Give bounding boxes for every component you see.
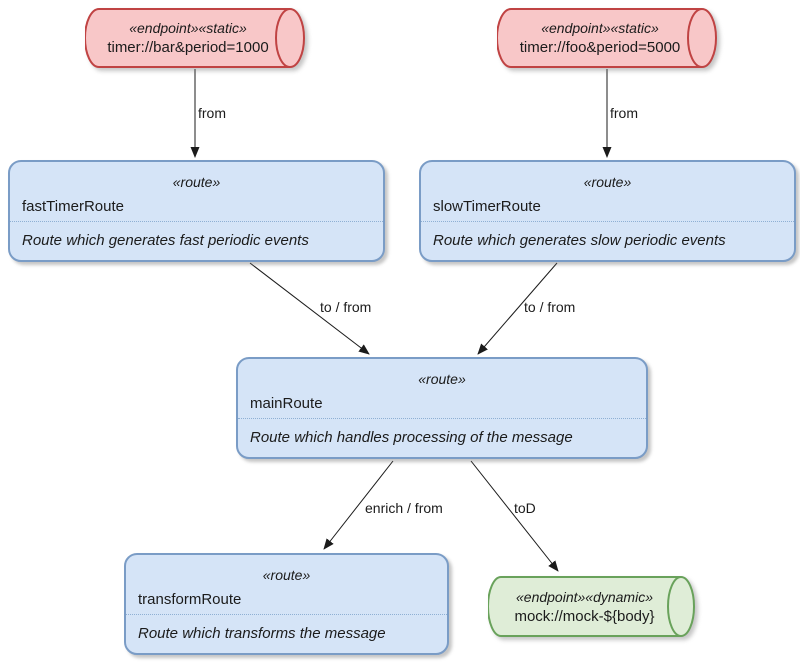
node-label: timer://bar&period=1000 bbox=[107, 39, 269, 56]
cylinder-shape bbox=[85, 8, 305, 68]
route-description: Route which handles processing of the me… bbox=[250, 429, 573, 446]
edge-line bbox=[249, 262, 370, 355]
edge-main-to-mock: toD bbox=[470, 460, 559, 572]
route-name: slowTimerRoute bbox=[433, 198, 541, 215]
node-endpoint-foo: «endpoint»«static» timer://foo&period=50… bbox=[497, 8, 717, 68]
node-main-route: «route» mainRoute Route which handles pr… bbox=[236, 357, 648, 459]
node-stereotype: «endpoint»«static» bbox=[129, 20, 247, 36]
node-stereotype: «endpoint»«dynamic» bbox=[516, 588, 653, 605]
route-name: mainRoute bbox=[250, 395, 323, 412]
route-separator bbox=[238, 418, 646, 419]
node-transform-route: «route» transformRoute Route which trans… bbox=[124, 553, 449, 655]
cylinder-shape bbox=[488, 576, 695, 637]
node-stereotype: «route» bbox=[418, 371, 466, 387]
edge-bar-to-fast: from bbox=[190, 69, 226, 158]
edge-foo-to-slow: from bbox=[602, 69, 638, 158]
edge-line bbox=[470, 460, 559, 572]
route-description: Route which generates slow periodic even… bbox=[433, 232, 726, 249]
route-description: Route which transforms the message bbox=[138, 625, 386, 642]
route-separator bbox=[10, 221, 383, 222]
node-text: «endpoint»«static» timer://foo&period=50… bbox=[497, 8, 703, 68]
route-description: Route which generates fast periodic even… bbox=[22, 232, 309, 249]
node-stereotype: «route» bbox=[262, 567, 311, 583]
route-name: transformRoute bbox=[138, 591, 242, 608]
edge-fast-to-main: to / from bbox=[249, 262, 371, 355]
edge-label-toD: toD bbox=[514, 500, 536, 516]
edge-label-enrich-from: enrich / from bbox=[365, 500, 443, 516]
edge-label-from-1: from bbox=[198, 105, 226, 121]
node-stereotype: «endpoint»«static» bbox=[541, 20, 659, 36]
node-text: «endpoint»«dynamic» mock://mock-${body} bbox=[488, 576, 681, 637]
edge-main-to-transform: enrich / from bbox=[323, 460, 443, 550]
node-fast-timer-route: «route» fastTimerRoute Route which gener… bbox=[8, 160, 385, 262]
route-separator bbox=[421, 221, 794, 222]
edge-label-to-from-1: to / from bbox=[320, 299, 371, 315]
node-label: mock://mock-${body} bbox=[514, 607, 655, 625]
edge-label-from-2: from bbox=[610, 105, 638, 121]
node-text: «endpoint»«static» timer://bar&period=10… bbox=[85, 8, 291, 68]
node-label: timer://foo&period=5000 bbox=[519, 39, 681, 56]
edge-line bbox=[323, 460, 394, 550]
edge-label-to-from-2: to / from bbox=[524, 299, 575, 315]
node-stereotype: «route» bbox=[172, 174, 221, 190]
route-name: fastTimerRoute bbox=[22, 198, 124, 215]
node-endpoint-bar: «endpoint»«static» timer://bar&period=10… bbox=[85, 8, 305, 68]
edge-slow-to-main: to / from bbox=[477, 262, 575, 355]
node-stereotype: «route» bbox=[583, 174, 632, 190]
edge-line bbox=[477, 262, 558, 355]
route-separator bbox=[126, 614, 447, 615]
cylinder-shape bbox=[497, 8, 717, 68]
node-slow-timer-route: «route» slowTimerRoute Route which gener… bbox=[419, 160, 796, 262]
node-endpoint-mock: «endpoint»«dynamic» mock://mock-${body} bbox=[488, 576, 695, 637]
